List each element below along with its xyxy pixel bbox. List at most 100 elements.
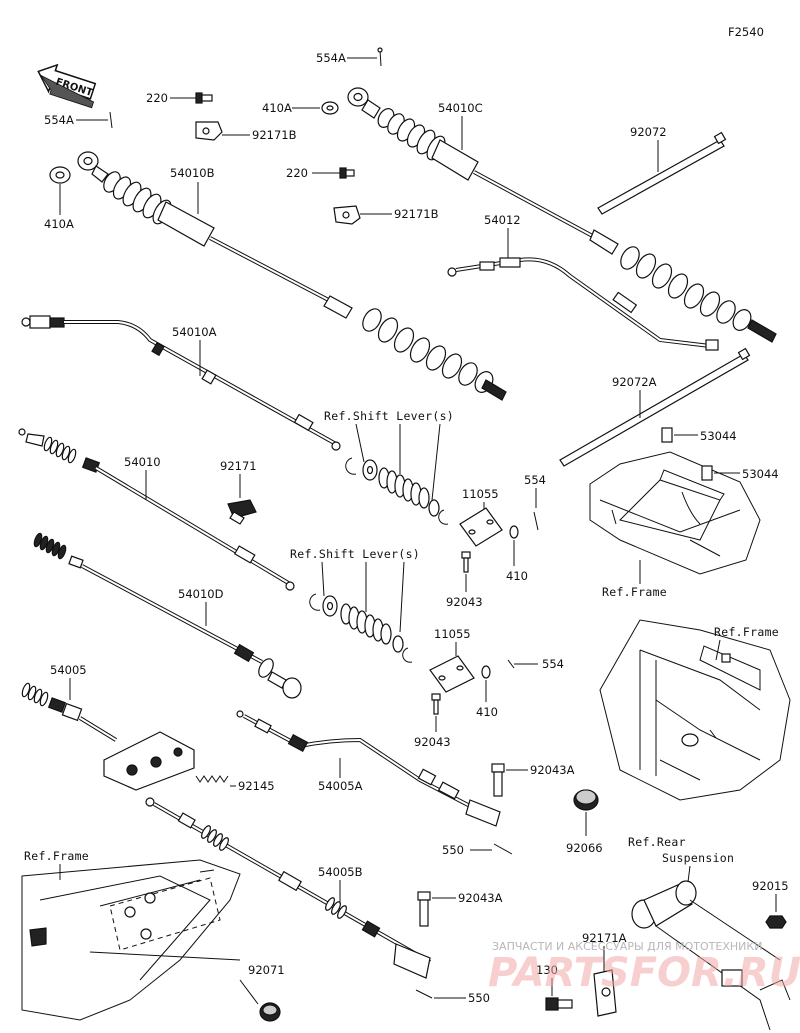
svg-text:11055: 11055 (462, 487, 499, 501)
ref-shift-lever-b: Ref.Shift Lever(s) (290, 547, 420, 633)
svg-text:54005: 54005 (50, 663, 87, 677)
tie-92072A (559, 347, 751, 467)
svg-text:54005B: 54005B (318, 865, 363, 879)
label-92171B-a: 92171B (195, 121, 297, 142)
frame-ref-a (589, 451, 761, 575)
svg-text:92043A: 92043A (458, 891, 503, 905)
svg-text:554A: 554A (316, 51, 346, 65)
svg-text:92171: 92171 (220, 459, 257, 473)
label-92072A: 92072A (612, 375, 657, 418)
label-11055-a: 11055 (459, 487, 503, 547)
cable-54010A (21, 315, 341, 451)
cable-54005A (236, 710, 501, 827)
label-550-b: 550 (415, 989, 490, 1005)
label-410A-a: 410A (262, 101, 339, 115)
label-92043A-b: 92043A (417, 891, 503, 927)
label-554-b: 554 (507, 657, 564, 671)
label-54010D: 54010D (178, 587, 224, 626)
label-53044-b: 53044 (701, 465, 779, 481)
grommet-92071: 92071 (239, 963, 285, 1022)
svg-text:11055: 11055 (434, 627, 471, 641)
label-92072: 92072 (630, 125, 667, 172)
svg-text:410: 410 (506, 569, 528, 583)
label-220-a: 220 (146, 91, 213, 105)
svg-text:92072: 92072 (630, 125, 667, 139)
svg-text:92145: 92145 (238, 779, 275, 793)
label-92171B-b: 92171B (333, 205, 439, 225)
label-11055-b: 11055 (429, 627, 475, 693)
svg-text:PARTSFOR.RU: PARTSFOR.RU (488, 950, 800, 996)
frame-ref-c (21, 859, 241, 1021)
label-410A-b: 410A (44, 166, 74, 231)
label-53044-a: 53044 (661, 427, 737, 443)
svg-text:410A: 410A (262, 101, 292, 115)
svg-text:554A: 554A (44, 113, 74, 127)
split-pin-554A-top (377, 47, 383, 67)
label-554-a: 554 (524, 473, 546, 531)
svg-text:130: 130 (536, 963, 558, 977)
svg-text:554: 554 (524, 473, 546, 487)
label-554A-top: 554A (316, 51, 377, 65)
label-92171A: 92171A (582, 931, 627, 1017)
label-130: 130 (536, 963, 573, 1011)
rear-suspension-ref (631, 880, 791, 1031)
svg-text:92171B: 92171B (394, 207, 439, 221)
label-92043-a: 92043 (446, 551, 483, 609)
grommet-92066: 92066 (566, 789, 603, 855)
svg-text:550: 550 (442, 843, 464, 857)
cable-54012 (447, 257, 719, 351)
svg-text:550: 550 (468, 991, 490, 1005)
label-54012: 54012 (484, 213, 521, 258)
diagram-code: F2540 (728, 25, 764, 39)
svg-text:220: 220 (286, 166, 308, 180)
label-92015: 92015 (752, 879, 789, 929)
ref-frame-c: Ref.Frame (24, 849, 89, 880)
shift-lever-parts-a (345, 457, 449, 525)
svg-text:92015: 92015 (752, 879, 789, 893)
svg-text:Suspension: Suspension (662, 851, 734, 865)
svg-text:54012: 54012 (484, 213, 521, 227)
svg-text:92043: 92043 (414, 735, 451, 749)
label-554A-left: 554A (44, 111, 113, 129)
svg-text:Ref.Frame: Ref.Frame (714, 625, 779, 639)
svg-text:54005A: 54005A (318, 779, 363, 793)
cable-54010D (33, 532, 302, 699)
label-410-a: 410 (506, 525, 528, 583)
svg-text:54010B: 54010B (170, 166, 215, 180)
label-54010: 54010 (124, 455, 161, 500)
svg-text:92071: 92071 (248, 963, 285, 977)
label-54005: 54005 (50, 663, 87, 700)
svg-text:92066: 92066 (566, 841, 603, 855)
watermark: ЗАПЧАСТИ И АКСЕССУАРЫ ДЛЯ МОТОТЕХНИКИ PA… (488, 940, 800, 996)
ref-rear-suspension: Ref.Rear Suspension (628, 835, 734, 883)
cable-54010B (77, 151, 507, 401)
shift-lever-parts-b (309, 593, 413, 663)
svg-text:410: 410 (476, 705, 498, 719)
svg-text:554: 554 (542, 657, 564, 671)
svg-text:410A: 410A (44, 217, 74, 231)
svg-text:Ref.Shift Lever(s): Ref.Shift Lever(s) (290, 547, 420, 561)
ref-frame-a: Ref.Frame (602, 560, 667, 599)
label-92171: 92171 (220, 459, 257, 525)
svg-text:Ref.Rear: Ref.Rear (628, 835, 686, 849)
front-arrow-icon: FRONT (37, 63, 97, 109)
label-92043A-a: 92043A (491, 763, 575, 797)
label-550-a: 550 (442, 843, 513, 857)
svg-text:Ref.Frame: Ref.Frame (602, 585, 667, 599)
svg-text:92171A: 92171A (582, 931, 627, 945)
svg-text:92072A: 92072A (612, 375, 657, 389)
ref-frame-b: Ref.Frame (714, 625, 779, 661)
tie-92072 (597, 131, 727, 215)
label-410-b: 410 (476, 665, 498, 719)
spring-92145: 92145 (195, 775, 275, 793)
label-92043-b: 92043 (414, 693, 451, 749)
svg-text:53044: 53044 (742, 467, 779, 481)
label-54005A: 54005A (318, 758, 363, 793)
cable-54005B (145, 797, 431, 979)
svg-text:54010: 54010 (124, 455, 161, 469)
svg-text:54010C: 54010C (438, 101, 483, 115)
label-54010A: 54010A (172, 325, 217, 376)
frame-ref-b (599, 619, 791, 801)
